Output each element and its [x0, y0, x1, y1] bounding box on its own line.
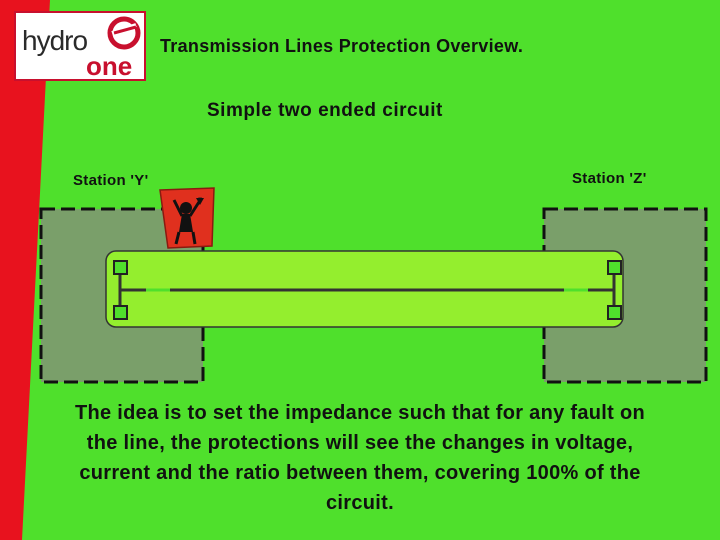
station-z-label: Station 'Z'	[572, 170, 647, 187]
svg-text:~: ~	[198, 195, 202, 202]
breaker-y-bottom	[113, 305, 128, 320]
red-stripe	[0, 0, 50, 540]
frustrated-person-icon: ~	[159, 187, 215, 249]
body-paragraph: The idea is to set the impedance such th…	[74, 402, 645, 514]
breaker-z-top	[607, 260, 622, 275]
logo-text-hydro: hydro	[22, 25, 88, 56]
logo-text-one: one	[86, 51, 133, 81]
station-y-label: Station 'Y'	[73, 172, 149, 189]
logo-swirl-icon	[107, 16, 141, 50]
hydro-one-logo: hydro one	[14, 11, 146, 81]
breaker-y-top	[113, 260, 128, 275]
breaker-z-bottom	[607, 305, 622, 320]
diagram-subtitle: Simple two ended circuit	[207, 100, 443, 121]
page-title: Transmission Lines Protection Overview.	[160, 36, 524, 56]
